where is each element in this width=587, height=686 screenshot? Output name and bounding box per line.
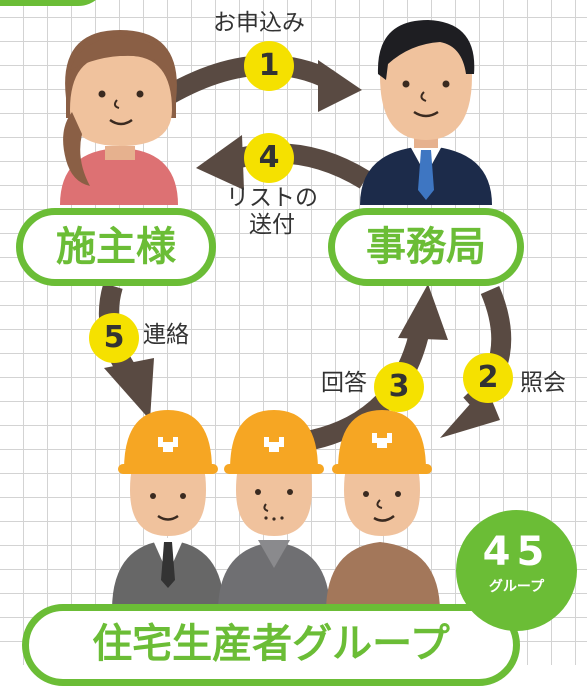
step-4-label: リストの 送付 — [226, 185, 318, 238]
step-5-label: 連絡 — [143, 322, 189, 348]
owner-node: 施主様 — [16, 208, 216, 286]
group-count-badge: 45 グループ — [456, 510, 577, 631]
builders-node: 住宅生産者グループ — [22, 604, 520, 686]
owner-illustration — [60, 30, 178, 205]
step-3-badge: 3 — [374, 362, 424, 412]
step-1-badge: 1 — [244, 41, 294, 91]
office-node: 事務局 — [328, 208, 524, 286]
corner-tab — [0, 0, 108, 6]
step-2-label: 照会 — [520, 370, 566, 396]
step-3-label: 回答 — [321, 370, 367, 396]
step-2-badge: 2 — [463, 353, 513, 403]
flow-diagram — [60, 20, 512, 612]
step-4-badge: 4 — [244, 133, 294, 183]
step-1-label: お申込み — [213, 10, 305, 36]
step-5-badge: 5 — [89, 313, 139, 363]
builders-illustration — [112, 410, 440, 612]
group-count-unit: グループ — [488, 579, 545, 595]
group-count-value: 45 — [482, 529, 551, 575]
office-illustration — [360, 20, 492, 205]
